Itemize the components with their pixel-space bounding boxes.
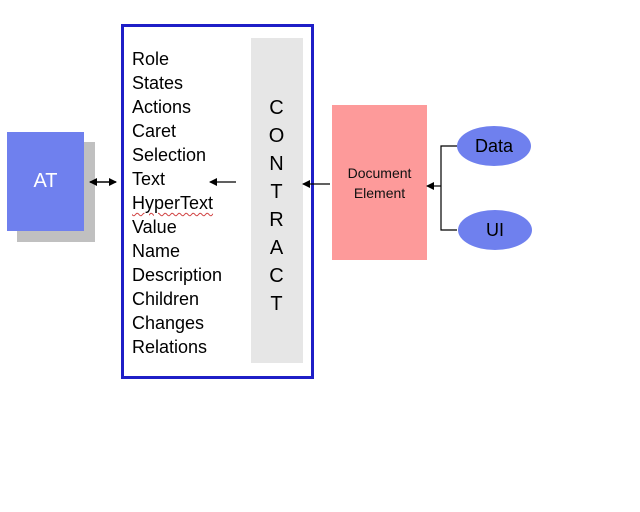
data-ui-bracket (440, 145, 457, 231)
data-ellipse: Data (457, 126, 531, 166)
property-text: Text (132, 169, 166, 189)
data-label: Data (474, 135, 514, 156)
ui-label: UI (486, 219, 504, 240)
property-states: States (132, 73, 184, 93)
property-description: Description (132, 265, 223, 285)
ui-ellipse: UI (458, 210, 532, 250)
at-label: AT (33, 170, 58, 192)
property-role: Role (132, 49, 170, 69)
contract-letter: C (269, 265, 285, 287)
document-element-line1: Document (347, 164, 412, 181)
contract-letter: N (269, 153, 285, 175)
contract-letter: O (268, 125, 286, 147)
contract-label: C O N T R A C T (251, 94, 303, 318)
document-element-line2: Element (353, 184, 406, 201)
property-changes: Changes (132, 313, 205, 333)
property-list: Role States Actions Caret Selection Text… (132, 47, 222, 359)
contract-frame: Role States Actions Caret Selection Text… (121, 24, 314, 379)
contract-letter: A (269, 237, 285, 259)
document-element-box: Document Element (332, 105, 427, 260)
contract-bar: C O N T R A C T (251, 38, 303, 363)
property-children: Children (132, 289, 200, 309)
property-relations: Relations (132, 337, 208, 357)
property-name: Name (132, 241, 181, 261)
property-caret: Caret (132, 121, 177, 141)
contract-letter: R (269, 209, 285, 231)
contract-letter: C (269, 97, 285, 119)
at-box: AT (7, 132, 84, 231)
contract-letter: T (270, 181, 284, 203)
property-selection: Selection (132, 145, 207, 165)
property-value: Value (132, 217, 177, 237)
property-hypertext: HyperText (132, 193, 214, 213)
contract-letter: T (270, 293, 284, 315)
property-actions: Actions (132, 97, 192, 117)
